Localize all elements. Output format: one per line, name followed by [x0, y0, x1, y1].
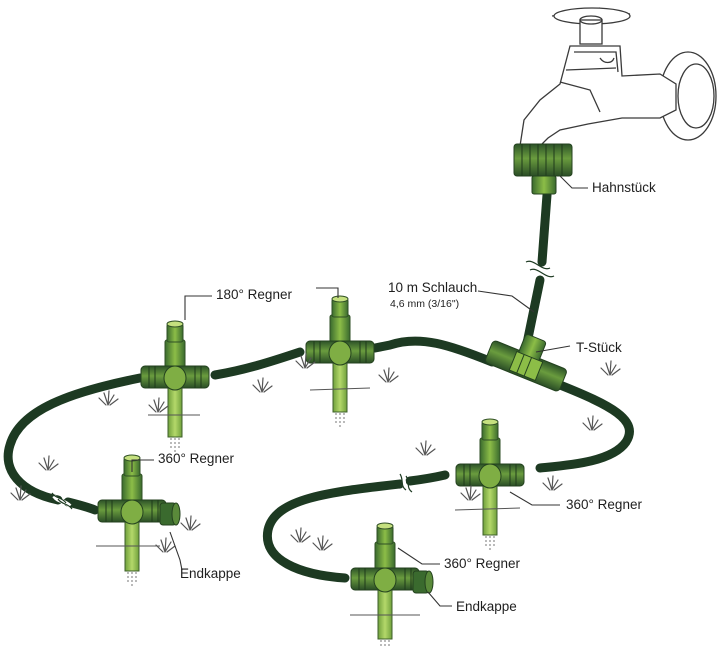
leader-lines — [131, 175, 588, 607]
sprinkler-360-left — [97, 454, 167, 587]
label-tap-adapter: Hahnstück — [592, 180, 656, 195]
sprinkler-180-right — [305, 295, 375, 428]
ground-lines — [96, 387, 521, 616]
label-sprinkler-180: 180° Regner — [216, 287, 292, 302]
hose-breaks — [52, 263, 553, 508]
label-hose: 10 m Schlauch — [388, 280, 478, 295]
label-sprinkler-360-left: 360° Regner — [158, 451, 234, 466]
end-cap-bottom — [412, 570, 434, 594]
label-tee: T-Stück — [576, 340, 622, 355]
sprinkler-180-left — [140, 320, 210, 453]
label-end-cap-bottom: Endkappe — [456, 599, 517, 614]
end-cap-left — [159, 502, 181, 526]
label-end-cap-left: Endkappe — [180, 566, 241, 581]
tee-fitting — [485, 334, 567, 392]
label-sprinkler-360-right: 360° Regner — [566, 497, 642, 512]
label-sprinkler-360-bottom: 360° Regner — [444, 556, 520, 571]
sprinkler-360-right — [455, 418, 525, 551]
sprinkler-360-bottom — [350, 522, 420, 646]
label-hose-spec: 4,6 mm (3/16") — [390, 298, 460, 310]
tap-adapter — [513, 143, 573, 195]
faucet — [519, 7, 717, 147]
